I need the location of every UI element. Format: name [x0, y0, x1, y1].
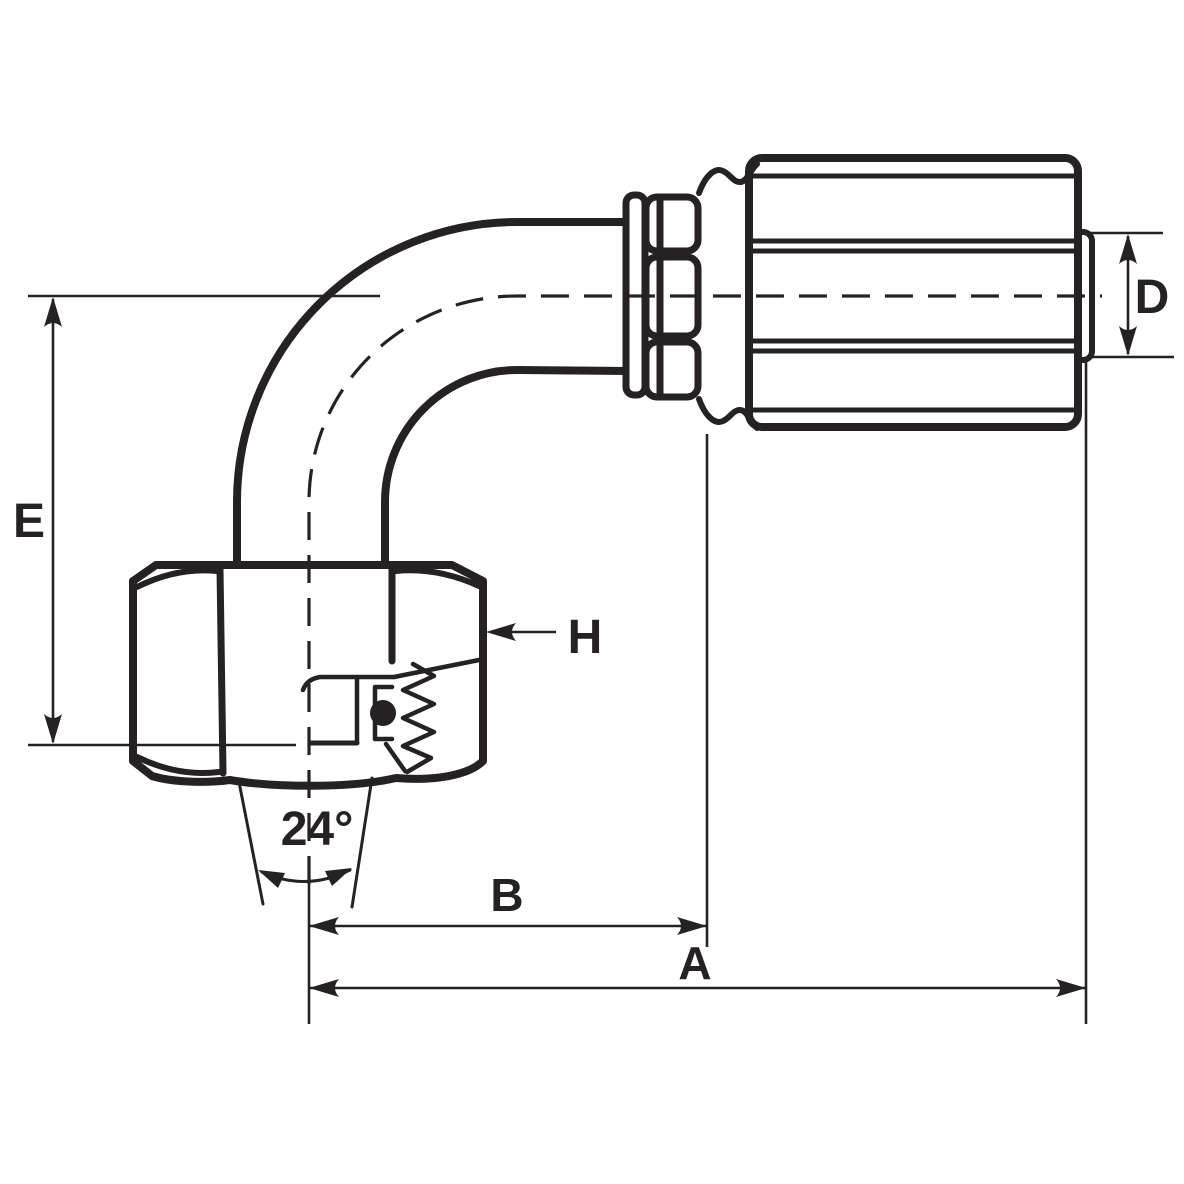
b-arrow-right — [677, 917, 707, 935]
angle-flank-right — [350, 776, 374, 909]
a-arrow-right — [1056, 979, 1086, 997]
dimension-b: B — [309, 434, 709, 947]
dim-label-b: B — [490, 869, 523, 921]
nut-facet-left — [216, 565, 227, 777]
d-arrow-down — [1119, 326, 1137, 356]
cutaway-torn-edge — [383, 741, 408, 774]
collar-segment-bottom — [642, 338, 702, 401]
nut-chamfer-bottom-left — [134, 754, 222, 776]
seat-angle: 24° — [237, 776, 374, 909]
hex-nut — [129, 561, 487, 790]
angle-arrow-right — [325, 868, 352, 886]
angle-flank-left — [237, 780, 265, 906]
h-arrow-left — [486, 623, 516, 641]
thread-zigzag — [400, 661, 437, 775]
axis-centerline-dashed — [307, 294, 1102, 884]
angle-arrow-left — [258, 870, 285, 888]
angle-label: 24° — [281, 803, 354, 856]
elbow-outer-wall — [233, 218, 633, 571]
dim-label-d: D — [1135, 271, 1170, 324]
centerlines — [307, 294, 1102, 1024]
collar-wave-top — [696, 161, 760, 196]
dimension-a: A — [309, 362, 1088, 1024]
cutaway-break-line — [391, 656, 487, 680]
dim-label-a: A — [678, 937, 711, 989]
nut-chamfer-top-right — [393, 567, 482, 589]
e-arrow-down — [44, 714, 62, 744]
dimension-d: D — [1085, 231, 1174, 359]
ferrule-body — [745, 154, 1082, 431]
collar-segment-top — [642, 193, 702, 255]
crimp-ferrule — [745, 154, 1082, 431]
nut-cutaway-section — [300, 656, 487, 775]
a-arrow-left — [309, 979, 339, 997]
dimension-e: E — [13, 294, 380, 747]
dim-label-h: H — [568, 611, 603, 664]
d-arrow-up — [1119, 234, 1137, 264]
dimension-h: H — [486, 611, 602, 664]
elbow-inner-wall — [381, 366, 633, 571]
cutaway-crest-line — [300, 674, 397, 693]
elbow-tube — [233, 218, 633, 571]
collar-wave-bottom — [696, 396, 760, 431]
e-arrow-up — [44, 297, 62, 327]
b-arrow-left — [309, 917, 339, 935]
nut-chamfer-top-left — [134, 567, 220, 590]
dim-label-e: E — [13, 495, 45, 548]
seal-ball — [370, 700, 396, 726]
